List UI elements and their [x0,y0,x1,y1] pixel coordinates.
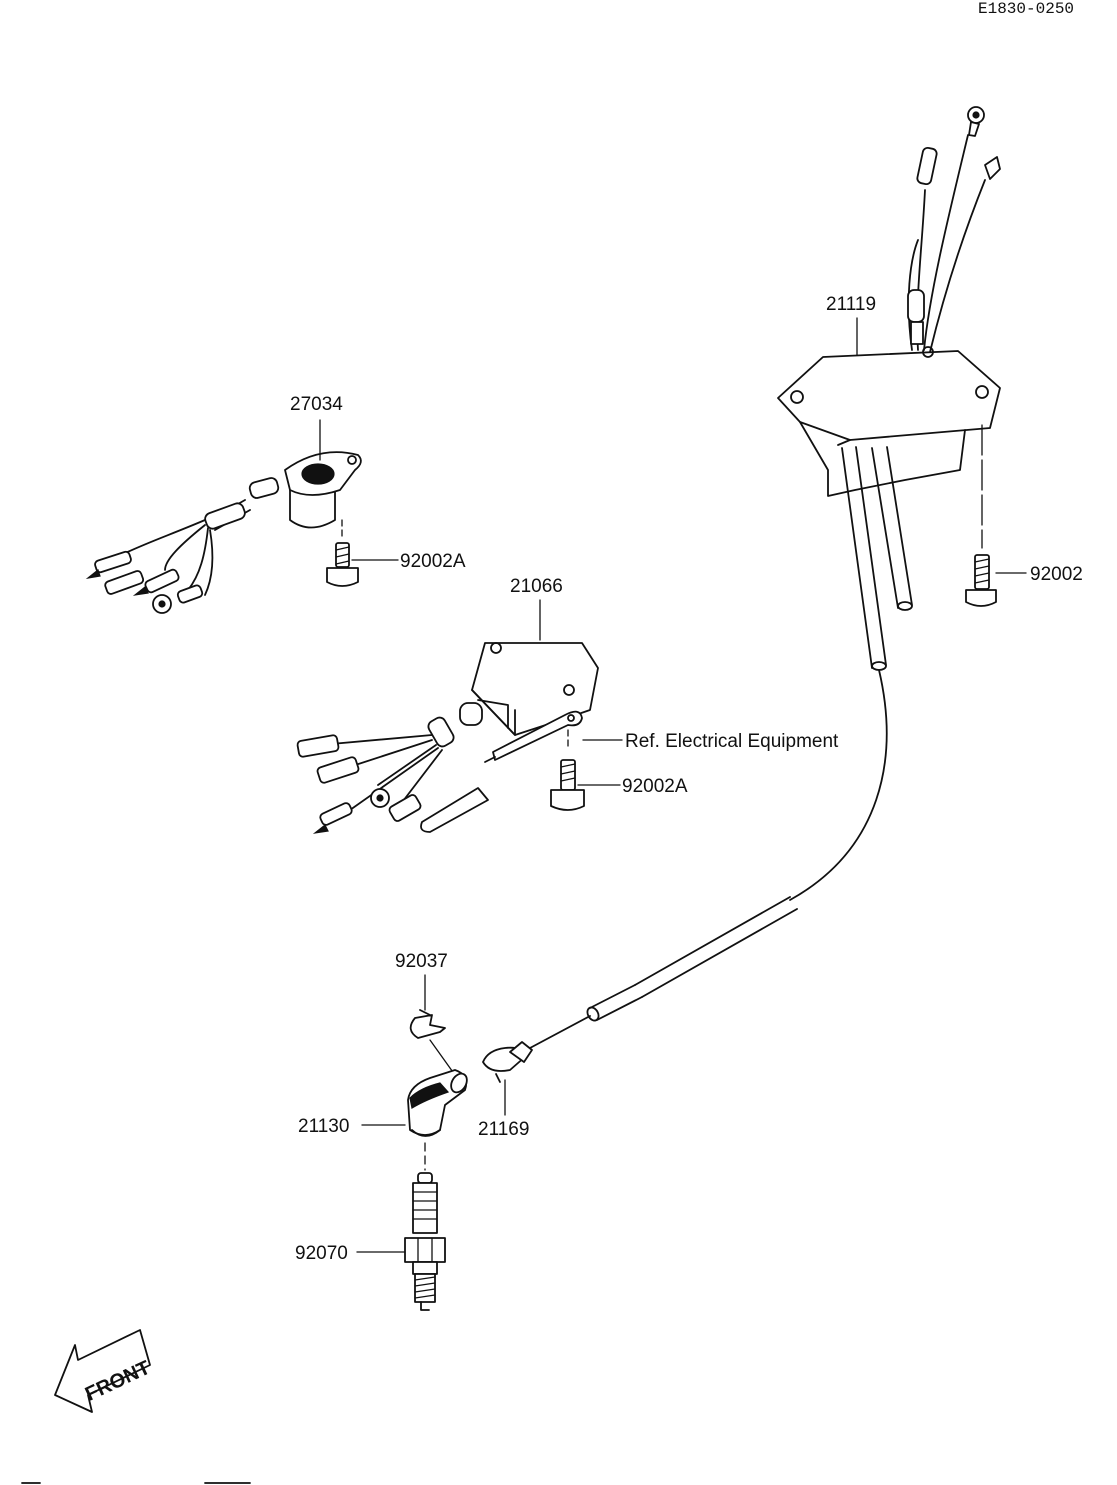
label-ref-electrical-equipment: Ref. Electrical Equipment [625,731,839,752]
label-27034: 27034 [290,394,343,415]
spark-plug-92070 [404,1172,446,1311]
bolt-92002A-top [326,519,359,587]
label-92037: 92037 [395,951,448,972]
label-92002A-mid: 92002A [622,776,688,797]
label-21130: 21130 [298,1116,349,1137]
cdi-unit-21119 [529,106,1001,1049]
label-92070: 92070 [295,1243,348,1264]
spark-plug-cap-21130 [407,1069,468,1137]
regulator-21066 [296,642,599,834]
pulser-coil-27034 [85,451,362,614]
clip-92037 [409,1009,446,1039]
bolt-92002 [965,424,997,607]
front-arrow-icon: FRONT [54,1329,154,1413]
diagram-code: E1830-0250 [978,0,1074,18]
label-21066: 21066 [510,576,563,597]
label-21119: 21119 [826,294,876,315]
bolt-92002A-mid [550,729,585,811]
label-92002: 92002 [1030,564,1083,585]
label-92002A-top: 92002A [400,551,466,572]
clamp-21169 [482,1041,533,1083]
label-21169: 21169 [478,1119,529,1140]
